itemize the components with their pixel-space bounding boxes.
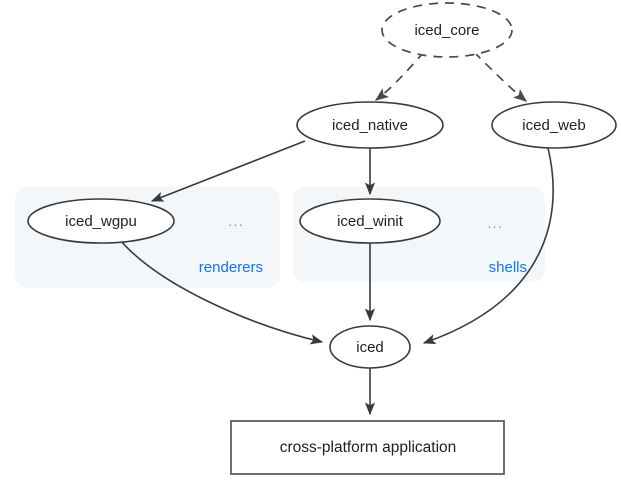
node-iced-wgpu[interactable]: iced_wgpu [27,198,175,244]
node-iced-core[interactable]: iced_core [381,2,513,58]
node-shape-iced-native [296,101,444,149]
node-iced-native[interactable]: iced_native [296,101,444,149]
node-shape-iced-web [491,101,617,149]
node-label-iced-wgpu: iced_wgpu [65,213,137,230]
node-application[interactable]: cross-platform application [230,420,505,475]
node-iced-winit[interactable]: iced_winit [299,198,441,244]
group-label-shells: shells [489,259,527,276]
ellipsis-shells-more: ... [487,215,503,232]
node-label-application: cross-platform application [280,439,457,456]
ellipsis-renderers-more: ... [228,213,244,230]
node-shape-iced-winit [299,198,441,244]
node-shape-iced [329,325,411,369]
edge-core-to-native [374,51,425,101]
node-label-iced: iced [356,339,384,356]
edge-core-to-web [473,51,528,102]
node-shape-application [230,420,505,475]
node-label-iced-winit: iced_winit [337,213,404,230]
node-label-iced-core: iced_core [414,22,479,39]
node-shape-iced-wgpu [27,198,175,244]
node-shape-iced-core [381,2,513,58]
edge-wgpu-to-iced [119,239,324,345]
node-iced[interactable]: iced [329,325,411,369]
group-label-renderers: renderers [199,259,263,276]
node-iced-web[interactable]: iced_web [491,101,617,149]
edges-layer [119,51,554,416]
node-label-iced-native: iced_native [332,117,408,134]
edge-native-to-wgpu [150,140,306,202]
node-label-iced-web: iced_web [522,117,585,134]
edge-web-to-iced [422,147,554,345]
